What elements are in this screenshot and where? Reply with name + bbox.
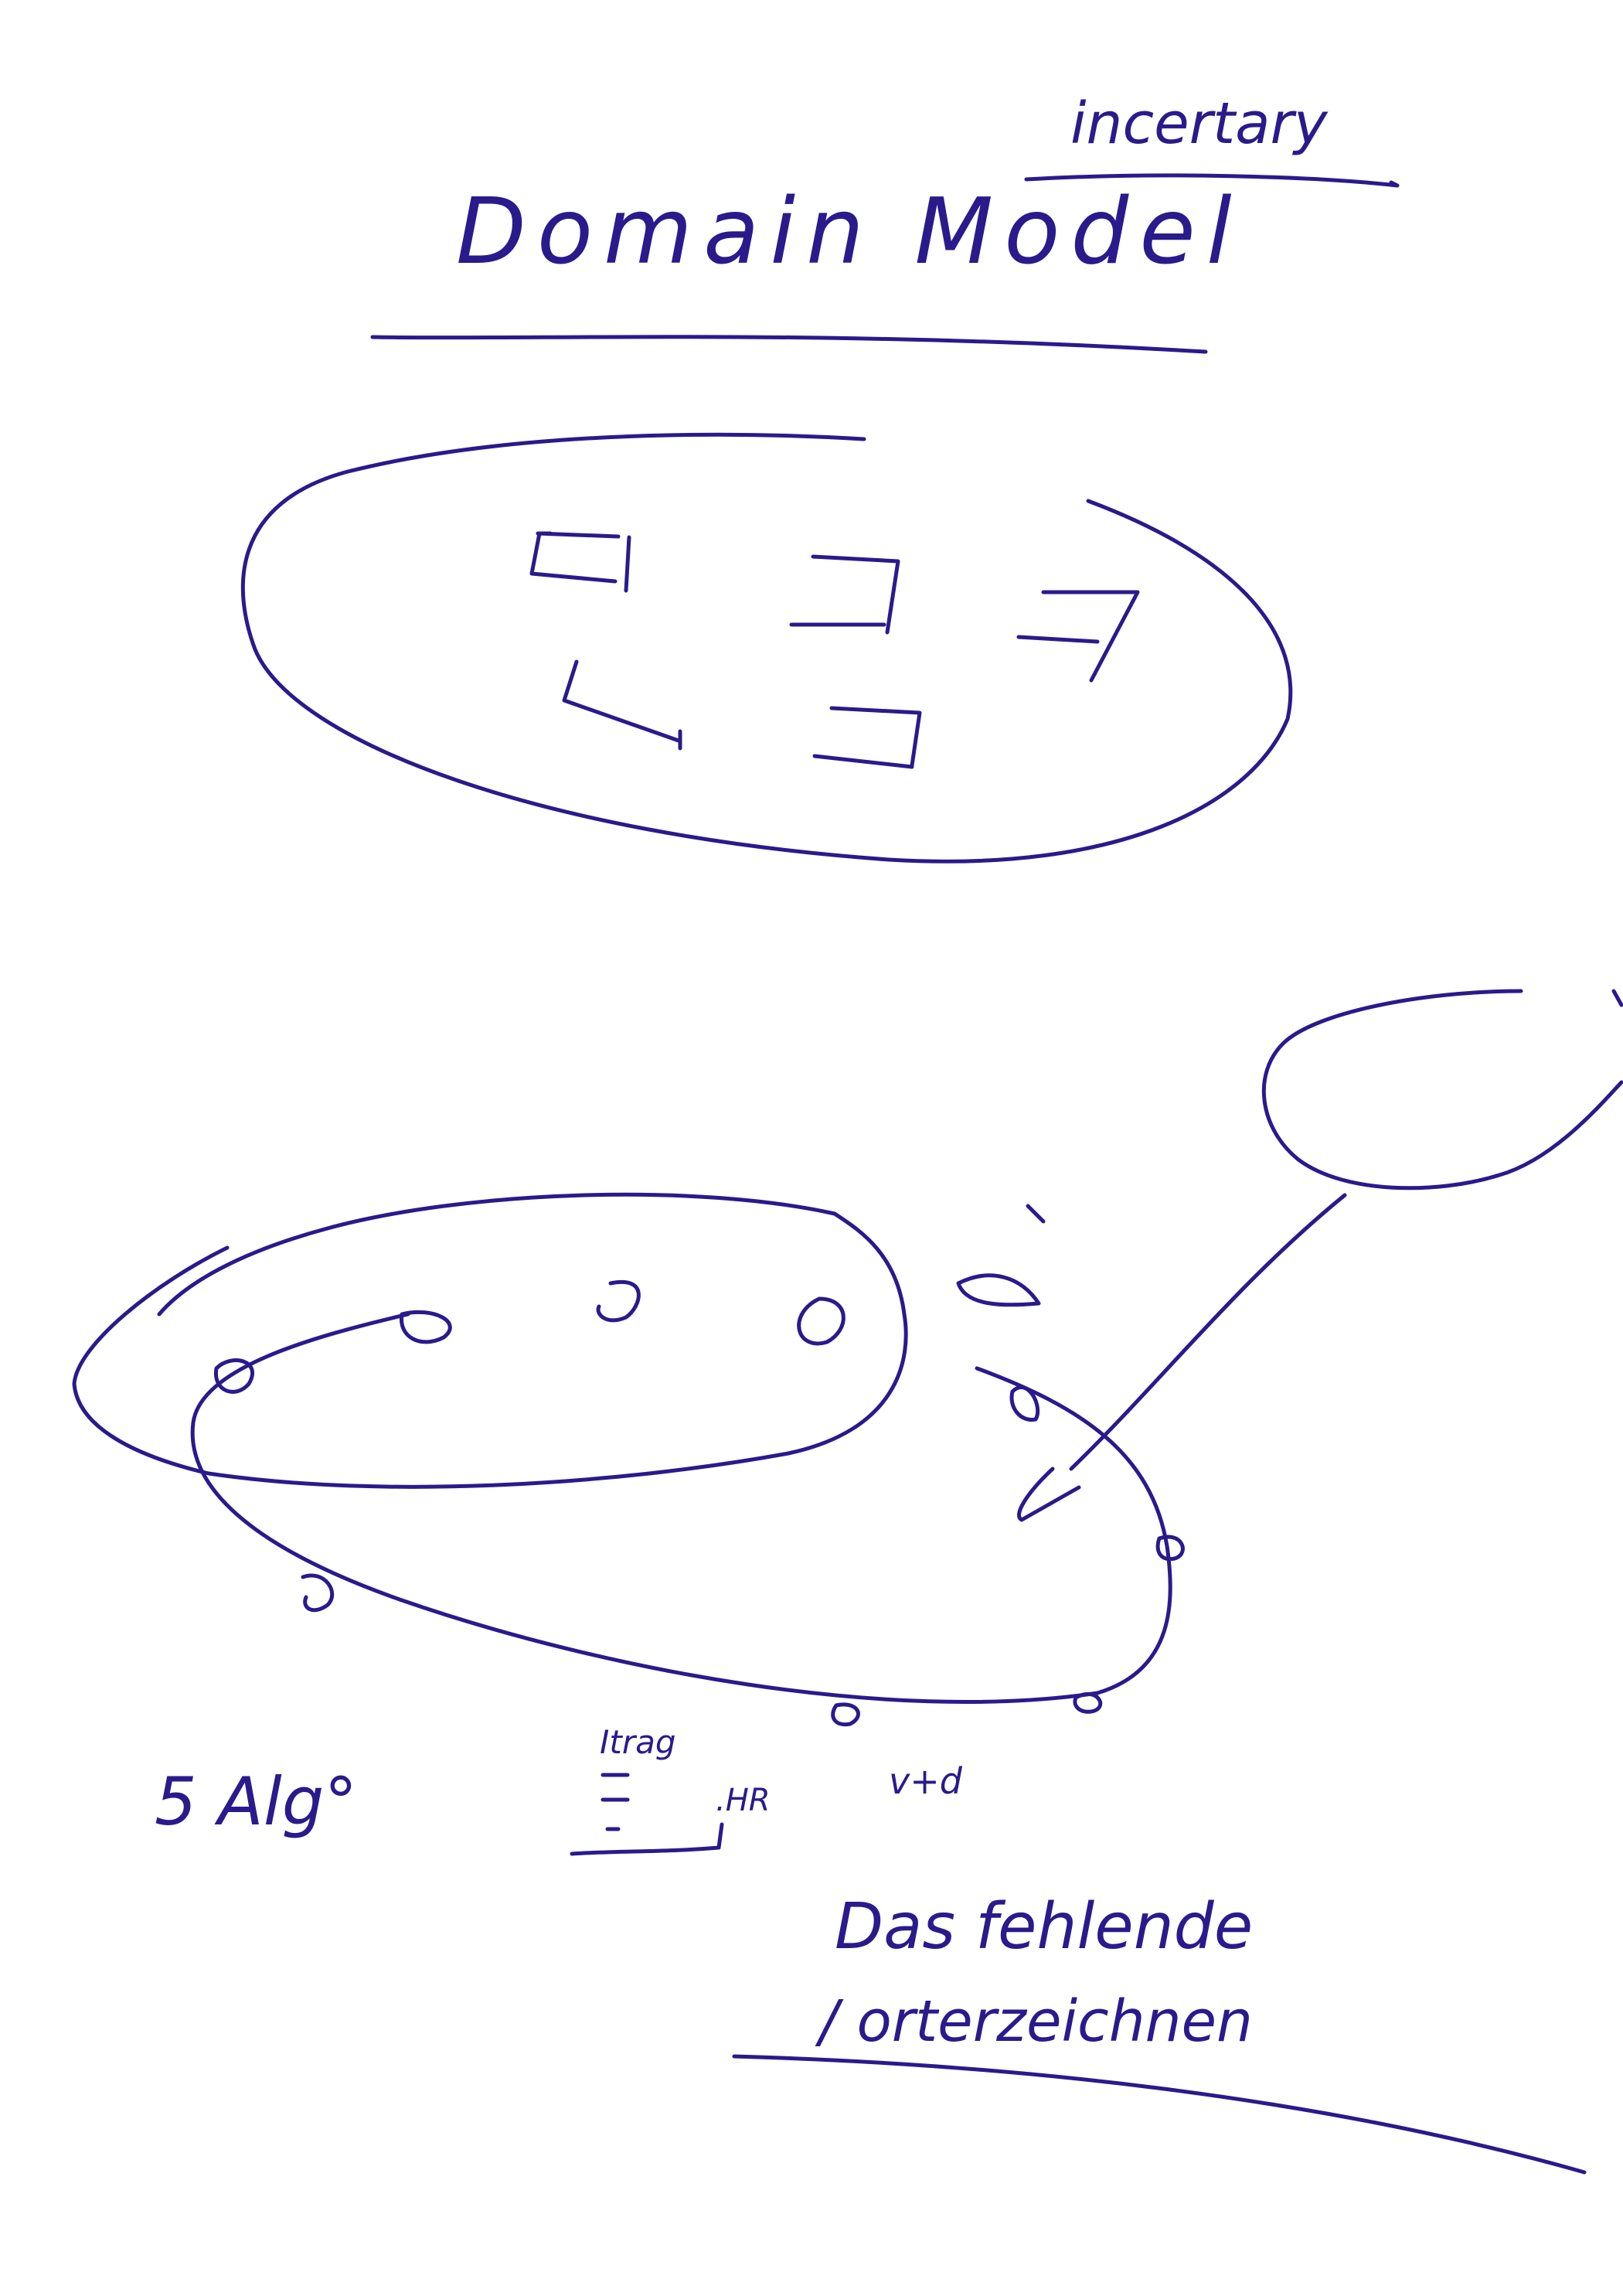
marker-circle <box>1073 1691 1103 1714</box>
marker-circle <box>596 1279 641 1323</box>
marker-circle <box>797 1296 846 1346</box>
marker-circle <box>400 1310 452 1344</box>
marker-circle <box>831 1702 860 1727</box>
upper-domain-ellipse <box>240 432 1293 864</box>
title-underline <box>370 335 1208 354</box>
upper-entity-boxes <box>529 531 1140 769</box>
element-markers <box>214 1204 1185 1727</box>
entity-box <box>812 754 914 769</box>
arrow-head <box>1017 1467 1081 1522</box>
page-title-group: Domain Model <box>370 178 1243 354</box>
bar-suffix-label: .HR <box>716 1783 771 1818</box>
page-title: Domain Model <box>456 178 1243 284</box>
corner-note-text: incertary <box>1070 90 1329 157</box>
inner-ellipse <box>190 1312 1172 1705</box>
entity-box <box>829 706 922 768</box>
note-underline <box>732 2054 1587 2175</box>
bar-mark-glyph <box>601 1773 630 1831</box>
marker-circle <box>301 1573 335 1613</box>
entity-box <box>624 535 631 593</box>
upper-ellipse-outline <box>240 432 1293 864</box>
bottom-note: Das fehlende / orterzeichnen <box>732 1890 1587 2175</box>
marker-circle <box>1155 1535 1185 1562</box>
plus-label: v+d <box>889 1760 963 1802</box>
external-bubble-tick <box>1611 989 1623 1007</box>
entity-box <box>1041 590 1140 683</box>
marker-mark <box>1026 1204 1046 1224</box>
entity-box <box>1016 635 1100 644</box>
corner-note: incertary <box>1024 90 1400 188</box>
marker-mark <box>956 1273 1041 1307</box>
note-line-2: / orterzeichnen <box>815 1988 1253 2055</box>
outer-ellipse <box>72 1192 908 1489</box>
bottom-labels: 5 Alg° Itrag .HR v+d <box>155 1723 963 1856</box>
external-bubble <box>1261 989 1623 1191</box>
entity-box <box>529 531 618 584</box>
entity-box <box>562 659 681 743</box>
marker-circle <box>214 1358 255 1394</box>
bar-mark-label: Itrag <box>600 1723 676 1761</box>
bar-underline <box>570 1822 724 1856</box>
count-label: 5 Alg° <box>155 1763 357 1841</box>
lower-diagram <box>72 989 1623 1727</box>
entity-box <box>811 554 900 635</box>
entity-box <box>536 531 621 539</box>
note-line-1: Das fehlende <box>835 1890 1253 1964</box>
marker-circle <box>1009 1385 1040 1422</box>
corner-note-underline <box>1024 173 1400 188</box>
arrow-shaft <box>1069 1193 1347 1471</box>
